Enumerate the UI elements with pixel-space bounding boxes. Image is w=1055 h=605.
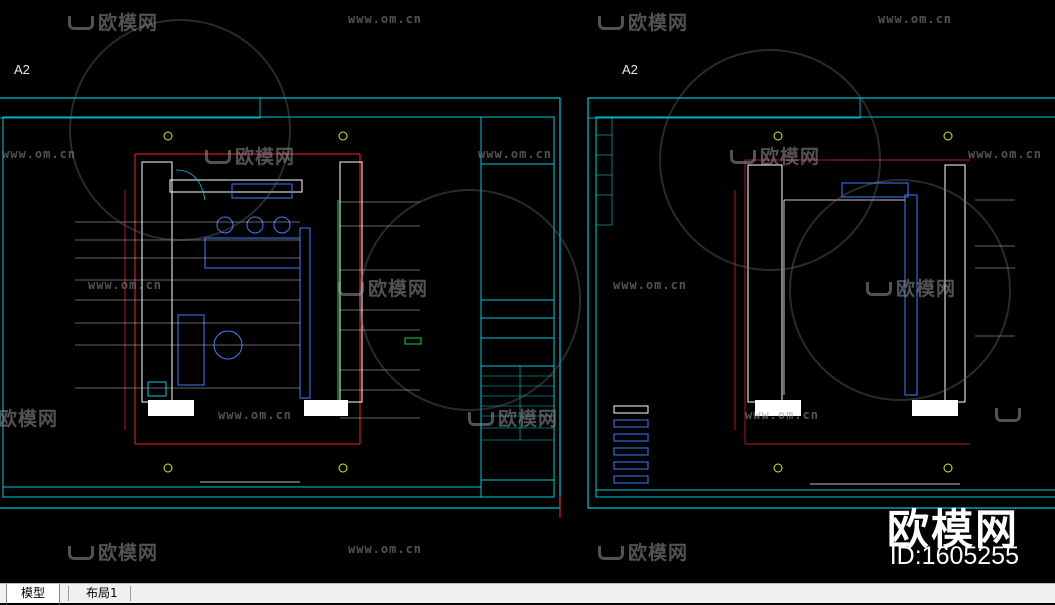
watermark-url: www.om.cn (348, 542, 423, 556)
left-sheet (0, 97, 561, 518)
watermark-url: www.om.cn (2, 147, 77, 161)
sofa-logo-icon (995, 408, 1021, 422)
watermark-brand: 欧模网 (205, 142, 295, 169)
sofa-logo-icon (68, 546, 94, 560)
watermark-url: www.om.cn (218, 408, 293, 422)
drawing-viewport[interactable]: A2 A2 欧模网 www.om.cn 欧模网 www.om.cn www.om… (0, 0, 1055, 583)
watermark-brand-large: 欧模网 (886, 505, 1019, 554)
tab-divider (130, 586, 131, 601)
watermark-brand (995, 404, 1025, 426)
watermark-url: www.om.cn (88, 278, 163, 292)
sofa-logo-icon (68, 16, 94, 30)
sofa-logo-icon (205, 150, 231, 164)
sofa-logo-icon (866, 282, 892, 296)
watermark-brand: 欧模网 (598, 538, 688, 565)
watermark-brand: 欧模网 (598, 8, 688, 35)
sofa-logo-icon (468, 412, 494, 426)
sofa-logo-icon (598, 16, 624, 30)
cad-drawing (0, 19, 1055, 518)
right-sheet (587, 97, 1055, 509)
watermark-url: www.om.cn (348, 12, 423, 26)
sheet-label-left: A2 (14, 62, 30, 77)
watermark-url: www.om.cn (613, 278, 688, 292)
watermark-url: www.om.cn (968, 147, 1043, 161)
watermark-brand: 欧模网 (866, 274, 956, 301)
watermark-id: ID:1605255 (889, 542, 1019, 570)
watermark-brand: 欧模网 (338, 274, 428, 301)
watermark-brand: 欧模网 (68, 8, 158, 35)
watermark-brand: 欧模网 (0, 408, 59, 430)
sofa-logo-icon (338, 282, 364, 296)
layout-tab-bar: 模型 布局1 (0, 583, 1055, 605)
sofa-logo-icon (598, 546, 624, 560)
sofa-logo-icon (730, 150, 756, 164)
watermark-url: www.om.cn (745, 408, 820, 422)
watermark-brand: 欧模网 (468, 404, 558, 431)
sheet-label-right: A2 (622, 62, 638, 77)
tab-divider (68, 586, 69, 601)
tab-layout1[interactable]: 布局1 (86, 586, 118, 600)
watermark-url: www.om.cn (478, 147, 553, 161)
watermark-url: www.om.cn (878, 12, 953, 26)
tab-model[interactable]: 模型 (6, 584, 61, 605)
watermark-brand: 欧模网 (730, 142, 820, 169)
watermark-brand: 欧模网 (68, 538, 158, 565)
